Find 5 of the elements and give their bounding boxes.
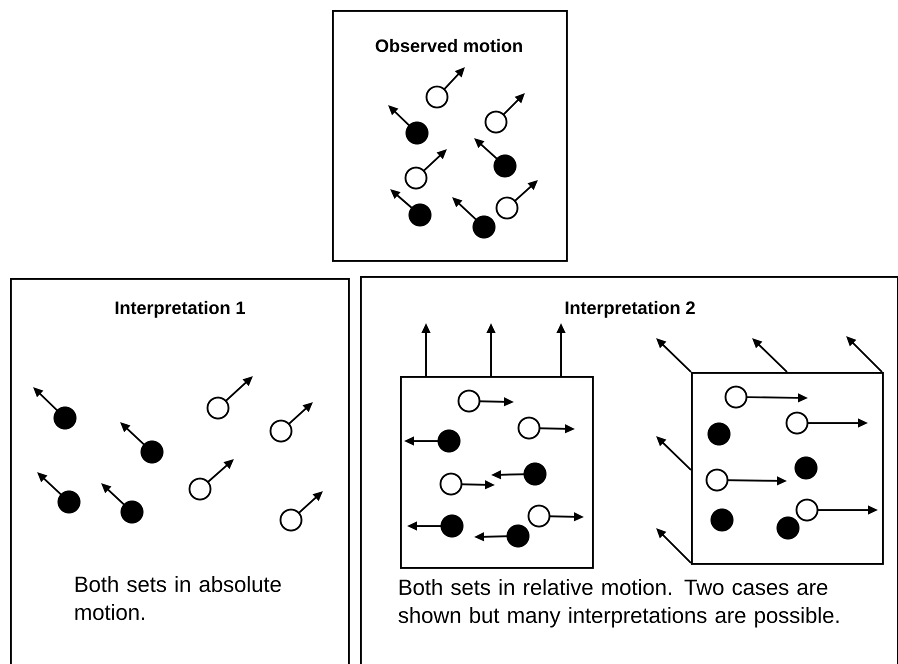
panel-box: Observed motion	[332, 10, 568, 262]
panel-box: Interpretation 2 Both sets in relative motion. Two cases are shown but many interpretations are possible.	[360, 276, 898, 664]
frame-box	[691, 372, 884, 565]
frame-box	[400, 376, 594, 569]
panel-box: Interpretation 1 Both sets in absolute motion.	[10, 278, 350, 664]
